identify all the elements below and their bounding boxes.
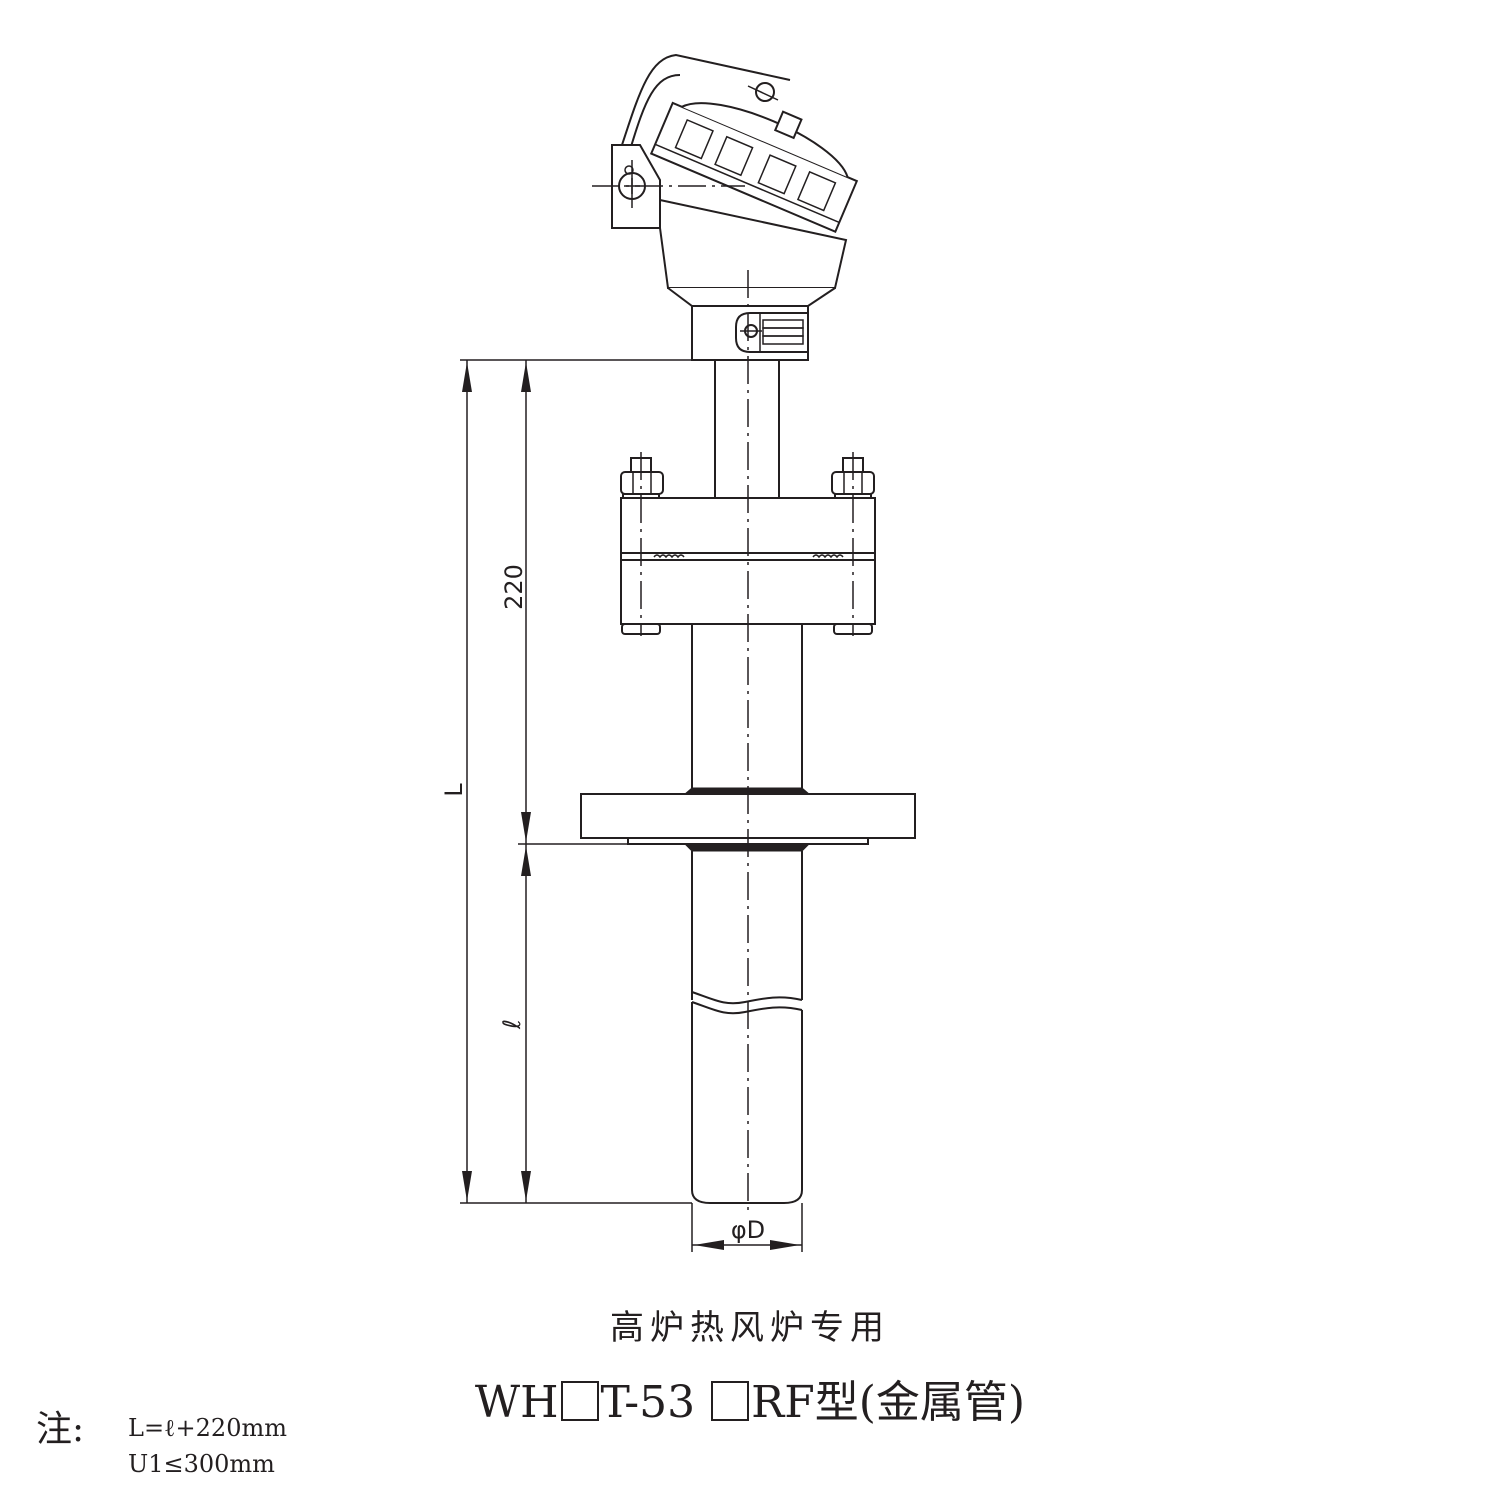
model-prefix: WH: [474, 1377, 559, 1428]
upper-tube: [714, 360, 780, 498]
model-placeholder-box-2: [711, 1381, 750, 1421]
application-caption: 高炉热风炉专用: [610, 1308, 890, 1348]
protection-tube: [691, 851, 803, 1204]
model-middle: T-53: [600, 1377, 696, 1428]
dimension-lines: [460, 359, 803, 1252]
note-line: L=ℓ+220mm: [128, 1414, 287, 1442]
model-suffix: RF型(金属管): [751, 1377, 1026, 1428]
middle-tube: [691, 624, 803, 788]
dim-label-diameter: φD: [731, 1216, 765, 1244]
notes-label: 注:: [36, 1409, 85, 1450]
model-caption: WH T-53 RF型(金属管): [0, 1366, 1500, 1430]
model-placeholder-box-1: [560, 1381, 599, 1421]
dim-label-L: L: [440, 783, 468, 797]
dim-label-l: ℓ: [498, 1019, 526, 1030]
dim-label-220: 220: [500, 564, 528, 610]
junction-box-head: [592, 53, 859, 361]
note-line: U1≤300mm: [128, 1450, 275, 1478]
